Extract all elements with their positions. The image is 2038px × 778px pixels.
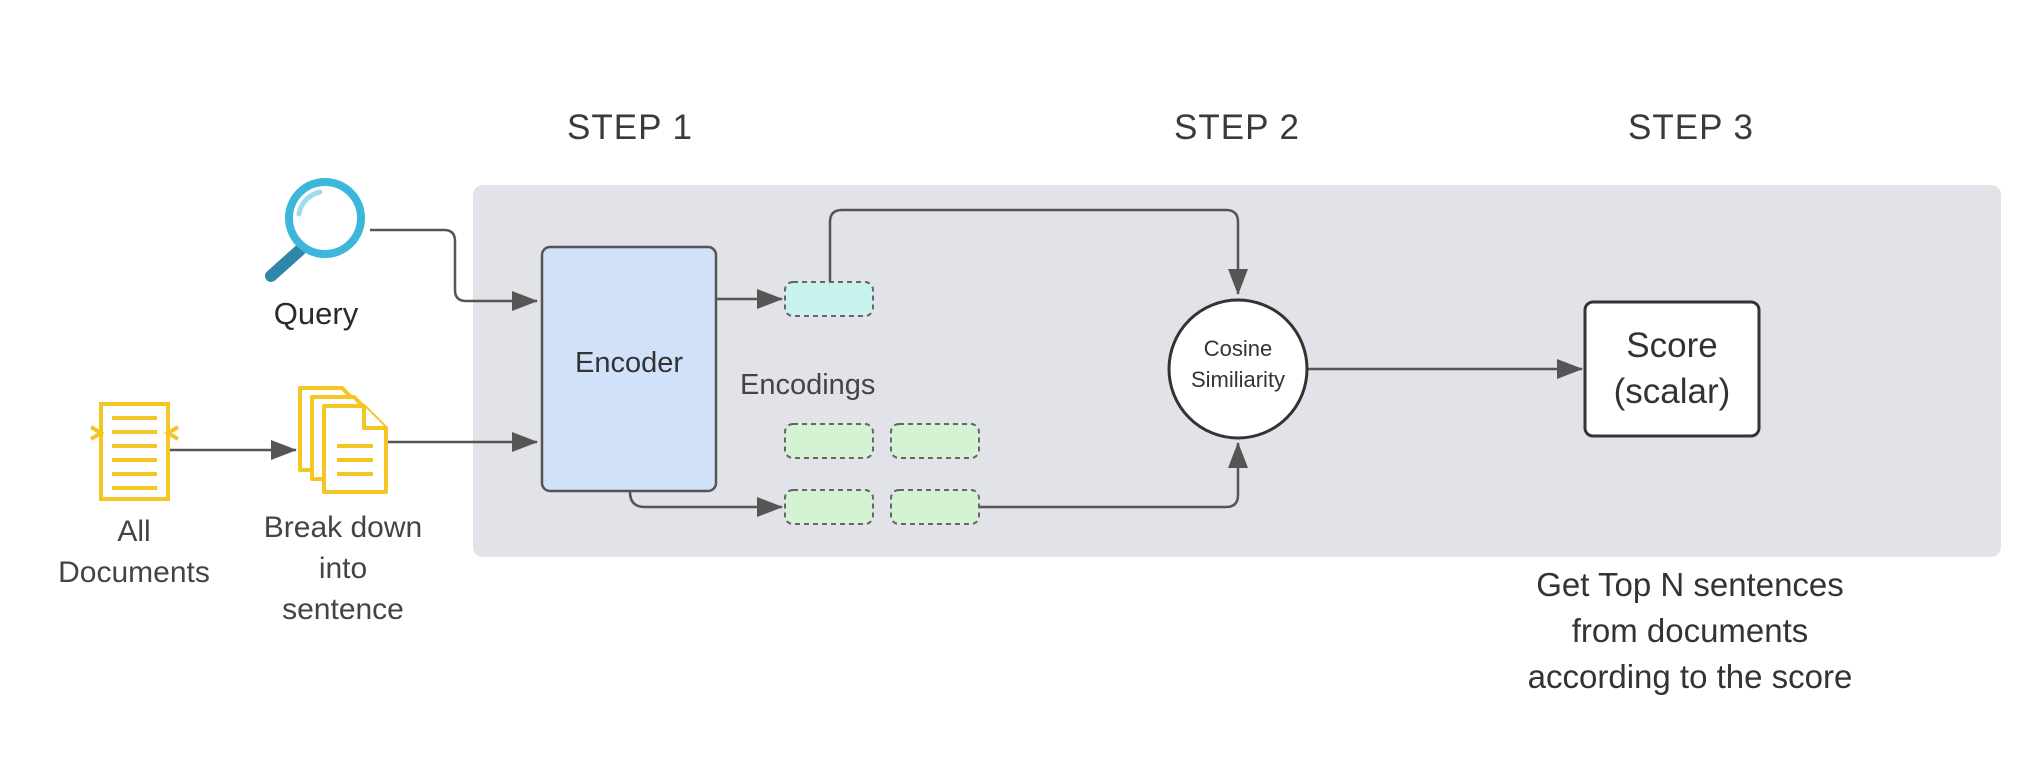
all-documents-line: All — [117, 515, 151, 548]
cosine-similarity-node — [1167, 298, 1309, 440]
encoder-label: Encoder — [574, 347, 683, 379]
all-documents-line: Documents — [58, 556, 210, 589]
encoder-box — [540, 245, 718, 493]
break-down-line: Break down — [263, 511, 423, 544]
cosine-similarity-label: Cosine Similiarity — [1170, 333, 1306, 395]
step-3-heading: STEP 3 — [1628, 108, 1754, 147]
score-box — [1583, 300, 1761, 438]
stacked-documents-icon — [298, 386, 388, 494]
magnifying-glass-icon — [265, 178, 365, 282]
all-documents-label: All Documents — [34, 511, 234, 593]
score-line: (scalar) — [1613, 372, 1731, 411]
step-1-heading: STEP 1 — [567, 108, 693, 147]
top-n-note: Get Top N sentences from documents accor… — [1460, 562, 1920, 700]
document-icon — [89, 402, 180, 501]
sentence-encoding — [890, 489, 980, 525]
encoder-to-sentence-encodings-arrow — [628, 491, 783, 517]
sentence-encoding — [784, 423, 874, 459]
query-encoding — [784, 281, 874, 317]
break-down-line: into — [318, 552, 368, 585]
cosine-line: Cosine — [1203, 336, 1273, 361]
query-encoding-to-cosine-arrow — [828, 208, 1248, 295]
note-line: Get Top N sentences — [1536, 566, 1844, 603]
note-line: from documents — [1571, 612, 1809, 649]
sentence-encoding — [890, 423, 980, 459]
score-line: Score — [1626, 326, 1718, 365]
step-2-heading: STEP 2 — [1174, 108, 1300, 147]
break-down-label: Break down into sentence — [238, 507, 448, 630]
note-line: according to the score — [1527, 658, 1853, 695]
query-label: Query — [273, 296, 359, 331]
connectors — [170, 208, 1583, 517]
sentence-encodings-to-cosine-arrow — [980, 442, 1248, 509]
encodings-label: Encodings — [740, 369, 876, 401]
cosine-line: Similiarity — [1190, 367, 1286, 392]
score-label: Score (scalar) — [1585, 323, 1759, 415]
break-down-line: sentence — [282, 593, 404, 626]
sentence-encoding — [784, 489, 874, 525]
query-to-encoder-arrow — [370, 228, 538, 311]
